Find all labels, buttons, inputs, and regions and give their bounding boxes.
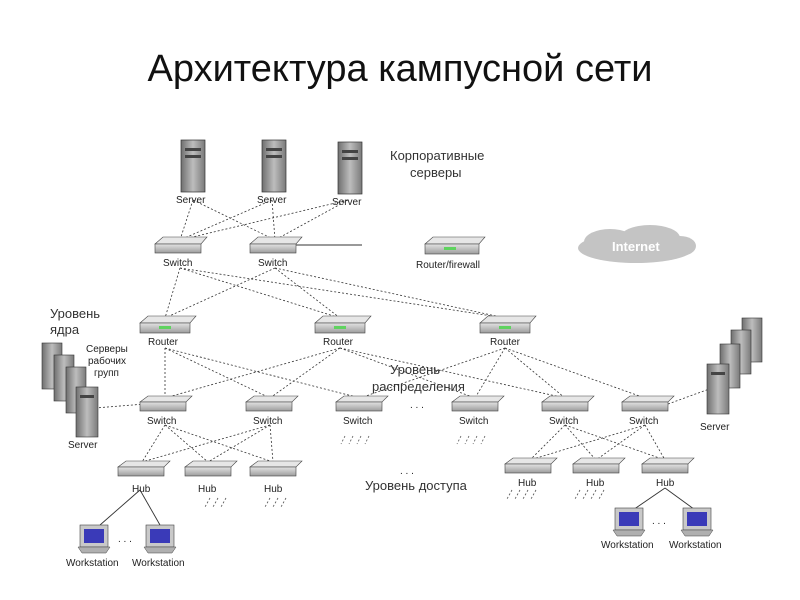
hub-1-label: Hub: [132, 484, 151, 495]
internet-label: Internet: [612, 239, 660, 254]
connection-lines: [94, 199, 713, 526]
hub-4-label: Hub: [518, 478, 537, 489]
dist-switch-6: Switch: [621, 395, 675, 427]
hub-5: Hub: [572, 457, 626, 500]
hub-2-label: Hub: [198, 484, 217, 495]
hub-3: Hub: [249, 460, 303, 508]
core-switch-2: Switch: [249, 236, 303, 269]
access-label: Уровень доступа: [365, 478, 468, 493]
distribution-label-line1: Уровень: [390, 362, 440, 377]
server-2: Server: [257, 139, 287, 206]
hub-1: Hub: [117, 460, 171, 495]
hub-3-label: Hub: [264, 484, 283, 495]
workstation-4-label: Workstation: [669, 540, 722, 551]
dist-switch-3-label: Switch: [343, 416, 372, 427]
dist-switch-6-label: Switch: [629, 416, 658, 427]
right-server-label: Server: [700, 422, 730, 433]
core-switch-1-label: Switch: [163, 258, 192, 269]
dist-switch-2: Switch: [245, 395, 299, 427]
corp-servers-line1: Корпоративные: [390, 148, 484, 163]
hub-2: Hub: [184, 460, 238, 508]
router-firewall: Router/firewall: [416, 236, 486, 271]
server-3: Server: [332, 141, 363, 208]
router-firewall-label: Router/firewall: [416, 260, 480, 271]
router-2-label: Router: [323, 337, 354, 348]
router-1-label: Router: [148, 337, 179, 348]
workstations-right-ellipsis: . . .: [652, 516, 666, 527]
core-switch-1: Switch: [154, 236, 208, 269]
router-2: Router: [314, 315, 372, 348]
workstation-3: Workstation: [601, 507, 654, 551]
core-label-line1: Уровень: [50, 306, 100, 321]
router-3-label: Router: [490, 337, 521, 348]
dist-switch-5-label: Switch: [549, 416, 578, 427]
workgroup-label-line3: групп: [94, 368, 119, 379]
workstation-1-label: Workstation: [66, 558, 119, 569]
workgroup-label-line2: рабочих: [88, 355, 126, 367]
server-3-label: Server: [332, 197, 362, 208]
workstation-2-label: Workstation: [132, 558, 185, 569]
hub-5-label: Hub: [586, 478, 605, 489]
hub-6-label: Hub: [656, 478, 675, 489]
core-switch-2-label: Switch: [258, 258, 287, 269]
router-3: Router: [479, 315, 537, 348]
distribution-label-line2: распределения: [372, 379, 465, 394]
dist-switch-4-label: Switch: [459, 416, 488, 427]
page-title: Архитектура кампусной сети: [147, 48, 653, 90]
workstations-left-ellipsis: . . .: [118, 534, 132, 545]
distribution-ellipsis: . . .: [410, 400, 424, 411]
dist-switch-2-label: Switch: [253, 416, 282, 427]
server-2-label: Server: [257, 195, 287, 206]
corp-servers-line2: серверы: [410, 165, 462, 180]
hub-4: Hub: [504, 457, 558, 500]
hub-6: Hub: [641, 457, 695, 489]
dist-switch-1-label: Switch: [147, 416, 176, 427]
right-servers: Server: [700, 317, 763, 433]
workgroup-server-label: Server: [68, 440, 98, 451]
workgroup-servers: Server: [41, 342, 99, 451]
dist-switch-4: Switch: [451, 395, 505, 445]
internet-cloud: Internet: [578, 225, 696, 263]
workgroup-label-line1: Серверы: [86, 344, 128, 355]
workstation-3-label: Workstation: [601, 540, 654, 551]
router-1: Router: [139, 315, 197, 348]
dist-switch-3: Switch: [335, 395, 389, 445]
core-label-line2: ядра: [50, 322, 80, 337]
access-ellipsis: . . .: [400, 466, 414, 477]
dist-switch-1: Switch: [139, 395, 193, 427]
workstation-2: Workstation: [132, 524, 185, 569]
server-1: Server: [176, 139, 206, 206]
workstation-4: Workstation: [669, 507, 722, 551]
server-1-label: Server: [176, 195, 206, 206]
workstation-1: Workstation: [66, 524, 119, 569]
dist-switch-5: Switch: [541, 395, 595, 427]
